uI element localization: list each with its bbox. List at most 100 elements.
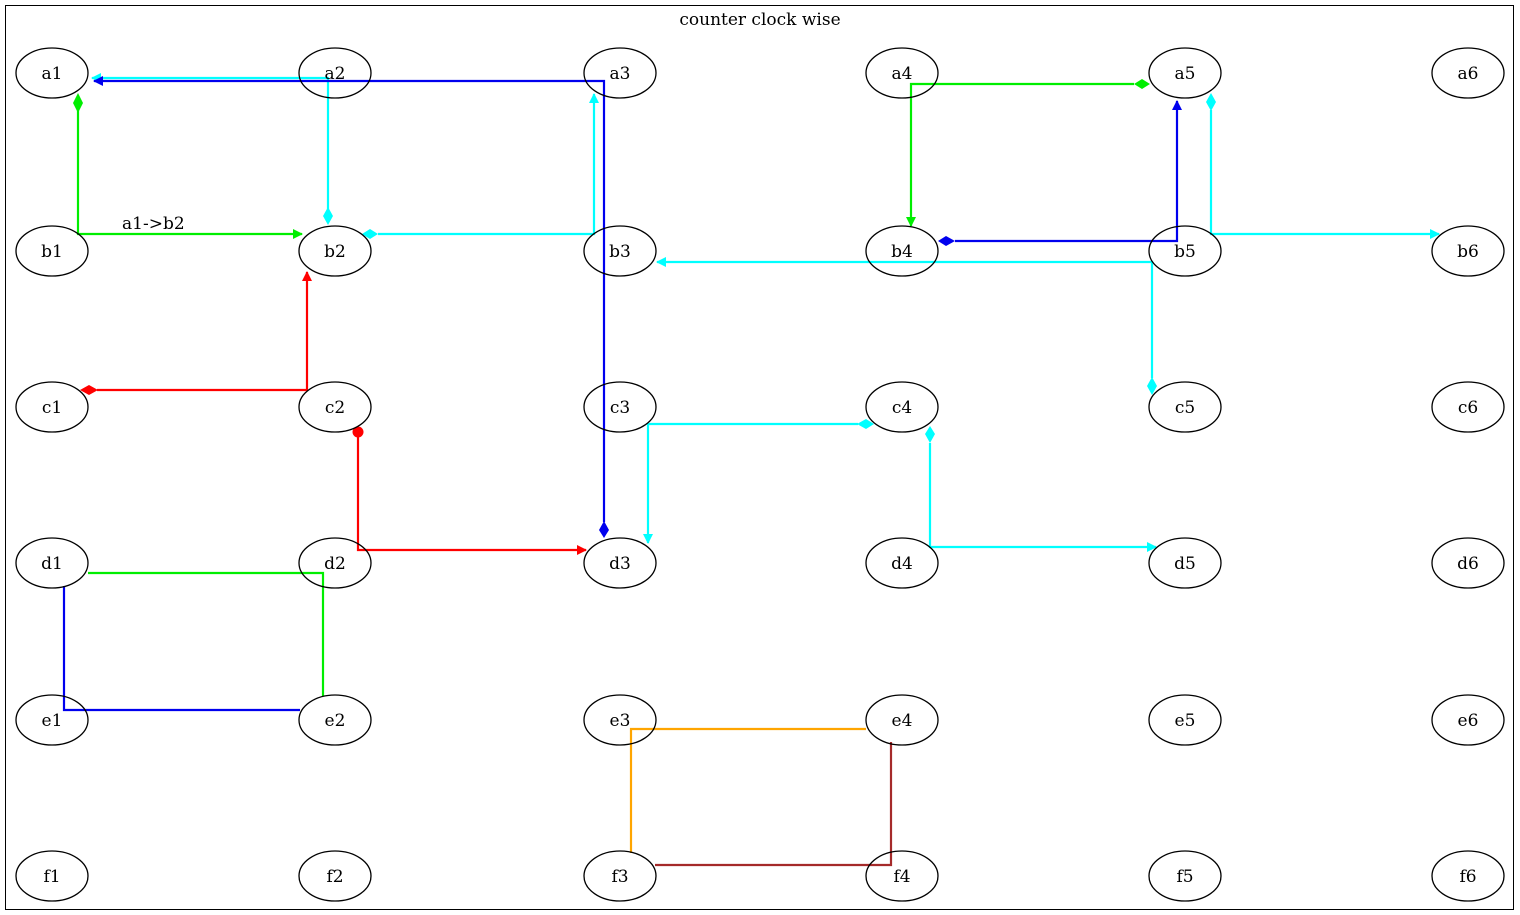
edge-c4-d5-cyan xyxy=(925,426,1157,552)
node-c3[interactable]: c3 xyxy=(583,381,657,433)
node-label-f4: f4 xyxy=(893,867,910,887)
node-e2[interactable]: e2 xyxy=(298,694,372,746)
node-d2[interactable]: d2 xyxy=(298,537,372,589)
node-label-b1: b1 xyxy=(41,242,63,262)
node-c2[interactable]: c2 xyxy=(298,381,372,433)
node-label-d3: d3 xyxy=(609,554,631,574)
edges-layer: a1->b2 xyxy=(62,73,1440,867)
node-c4[interactable]: c4 xyxy=(865,381,939,433)
node-label-b4: b4 xyxy=(891,242,913,262)
node-label-c4: c4 xyxy=(892,398,912,418)
node-d4[interactable]: d4 xyxy=(865,537,939,589)
node-label-e5: e5 xyxy=(1175,711,1196,731)
node-label-a5: a5 xyxy=(1175,64,1196,84)
node-label-f1: f1 xyxy=(43,867,60,887)
node-label-f2: f2 xyxy=(326,867,343,887)
node-label-c2: c2 xyxy=(325,398,345,418)
edge-tail-diamond xyxy=(857,419,874,429)
node-a2[interactable]: a2 xyxy=(298,47,372,99)
node-label-e4: e4 xyxy=(892,711,913,731)
node-label-d1: d1 xyxy=(41,554,63,574)
edge-tail-diamond xyxy=(323,207,333,225)
node-label-b3: b3 xyxy=(609,242,631,262)
edge-c1-b2-red xyxy=(80,271,312,395)
node-label-d5: d5 xyxy=(1174,554,1196,574)
edge-tail-diamond xyxy=(1147,377,1157,395)
edge-label-a1-b2: a1->b2 xyxy=(122,214,185,234)
edge-d1-e2-green xyxy=(88,571,325,696)
edge-a1-b2-green: a1->b2 xyxy=(73,93,303,239)
edge-tail-diamond xyxy=(73,93,83,113)
node-a1[interactable]: a1 xyxy=(15,47,89,99)
node-label-a4: a4 xyxy=(892,64,913,84)
edge-tail-diamond xyxy=(362,229,378,239)
node-e5[interactable]: e5 xyxy=(1148,694,1222,746)
edge-f3-e4-brown xyxy=(655,742,893,867)
node-label-f3: f3 xyxy=(611,867,628,887)
node-f1[interactable]: f1 xyxy=(15,850,89,902)
edge-a5-b6-cyan xyxy=(1206,93,1440,239)
node-d1[interactable]: d1 xyxy=(15,537,89,589)
node-b5[interactable]: b5 xyxy=(1148,225,1222,277)
node-f5[interactable]: f5 xyxy=(1148,850,1222,902)
node-b4[interactable]: b4 xyxy=(865,225,939,277)
edge-d1-e2-blue xyxy=(62,586,300,712)
node-label-f6: f6 xyxy=(1459,867,1476,887)
node-a6[interactable]: a6 xyxy=(1431,47,1505,99)
node-a3[interactable]: a3 xyxy=(583,47,657,99)
edge-b2-a3-cyan xyxy=(362,93,599,239)
node-label-a2: a2 xyxy=(325,64,346,84)
node-f3[interactable]: f3 xyxy=(583,850,657,902)
edge-a5-b4-green xyxy=(906,79,1150,227)
node-label-e1: e1 xyxy=(42,711,63,731)
edge-tail-diamond xyxy=(599,521,609,538)
node-e1[interactable]: e1 xyxy=(15,694,89,746)
node-label-d6: d6 xyxy=(1457,554,1479,574)
node-label-a1: a1 xyxy=(42,64,63,84)
node-label-e3: e3 xyxy=(610,711,631,731)
node-d3[interactable]: d3 xyxy=(583,537,657,589)
edge-d3-a1-blue xyxy=(93,76,609,538)
node-e3[interactable]: e3 xyxy=(583,694,657,746)
edge-tail-dot xyxy=(352,426,364,438)
edge-tail-diamond xyxy=(80,385,98,395)
node-e4[interactable]: e4 xyxy=(865,694,939,746)
nodes-layer: a1 a2 a3 a4 a5 a6 b1 b2 b3 b4 b5 b6 c1 c… xyxy=(15,47,1505,902)
node-c1[interactable]: c1 xyxy=(15,381,89,433)
node-label-c1: c1 xyxy=(42,398,62,418)
diagram-title: counter clock wise xyxy=(679,10,841,30)
node-label-d2: d2 xyxy=(324,554,346,574)
edge-tail-diamond xyxy=(1206,93,1216,111)
node-label-e6: e6 xyxy=(1458,711,1479,731)
edge-e4-f3-orange xyxy=(629,727,866,853)
edge-b2-a1-cyan xyxy=(91,73,333,225)
node-e6[interactable]: e6 xyxy=(1431,694,1505,746)
node-f6[interactable]: f6 xyxy=(1431,850,1505,902)
node-c6[interactable]: c6 xyxy=(1431,381,1505,433)
node-b1[interactable]: b1 xyxy=(15,225,89,277)
node-d5[interactable]: d5 xyxy=(1148,537,1222,589)
node-a4[interactable]: a4 xyxy=(865,47,939,99)
node-b2[interactable]: b2 xyxy=(298,225,372,277)
node-f2[interactable]: f2 xyxy=(298,850,372,902)
node-b6[interactable]: b6 xyxy=(1431,225,1505,277)
node-label-c3: c3 xyxy=(610,398,630,418)
node-f4[interactable]: f4 xyxy=(865,850,939,902)
edge-tail-diamond xyxy=(1134,79,1150,89)
edge-tail-diamond xyxy=(938,236,955,246)
node-label-a3: a3 xyxy=(610,64,631,84)
node-label-c6: c6 xyxy=(1458,398,1478,418)
diagram-frame xyxy=(5,5,1514,910)
node-label-d4: d4 xyxy=(891,554,913,574)
node-label-e2: e2 xyxy=(325,711,346,731)
node-label-a6: a6 xyxy=(1458,64,1479,84)
edge-c4-d3-cyan xyxy=(643,419,874,544)
node-c5[interactable]: c5 xyxy=(1148,381,1222,433)
node-label-b6: b6 xyxy=(1457,242,1479,262)
edge-c5-b3-cyan xyxy=(656,257,1157,395)
edge-tail-diamond xyxy=(925,426,935,443)
node-b3[interactable]: b3 xyxy=(583,225,657,277)
node-a5[interactable]: a5 xyxy=(1148,47,1222,99)
node-d6[interactable]: d6 xyxy=(1431,537,1505,589)
